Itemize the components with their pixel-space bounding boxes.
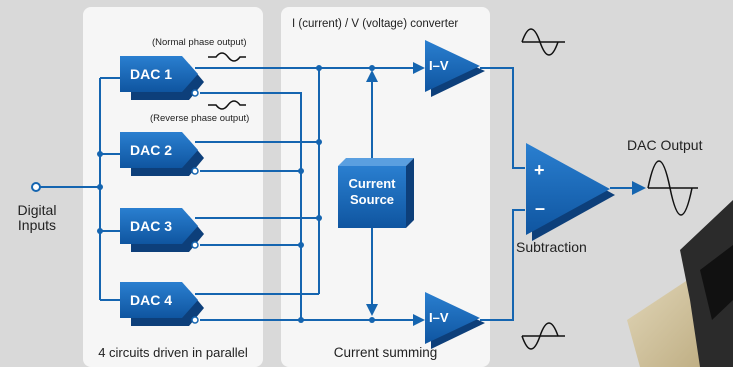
dac-2-label: DAC 2: [130, 142, 173, 158]
dac-4-label: DAC 4: [130, 292, 173, 308]
digital-inputs-line1: Digital: [17, 202, 57, 218]
reverse-phase-wave-icon: [208, 100, 246, 110]
subtractor-amp: [526, 143, 615, 241]
current-source-line2: Source: [349, 192, 395, 208]
iv-converter-top: [425, 40, 485, 97]
dac-block-2: [120, 132, 204, 176]
iv-bottom-label: I–V: [429, 310, 449, 325]
arrowheads: [366, 62, 646, 326]
normal-phase-label: (Normal phase output): [152, 37, 247, 48]
subtractor-plus: +: [534, 160, 545, 180]
dac-block-4: [120, 282, 204, 326]
output-sine-wave-icon: [647, 160, 698, 216]
waveform-icons: [208, 28, 698, 350]
iv-top-label: I–V: [429, 58, 449, 73]
digital-inputs-label: Digital Inputs: [8, 202, 66, 234]
normal-phase-wave-icon: [208, 52, 246, 62]
subtractor-minus: –: [535, 198, 546, 218]
device-photo: [627, 200, 733, 367]
iv-converter-bottom: [425, 292, 485, 349]
digital-inputs-line2: Inputs: [17, 217, 57, 234]
dac-3-label: DAC 3: [130, 218, 173, 234]
dac-1-label: DAC 1: [130, 66, 173, 82]
dac-block-1: [120, 56, 204, 100]
top-sine-wave-icon: [521, 28, 565, 56]
current-source-line1: Current: [348, 176, 396, 191]
current-source-block: [338, 158, 414, 228]
input-terminal: [31, 182, 41, 192]
middle-panel-caption: Current summing: [333, 345, 438, 360]
converter-title: I (current) / V (voltage) converter: [292, 18, 459, 30]
left-panel: [83, 7, 263, 367]
reverse-phase-label: (Reverse phase output): [150, 113, 250, 124]
current-source-label: Current Source: [338, 176, 406, 209]
junction-dots: [97, 65, 375, 323]
left-panel-caption: 4 circuits driven in parallel: [98, 345, 248, 360]
dac-block-3: [120, 208, 204, 252]
dac-output-label: DAC Output: [627, 137, 703, 153]
bottom-sine-wave-icon: [521, 322, 565, 350]
subtraction-label: Subtraction: [516, 239, 587, 255]
